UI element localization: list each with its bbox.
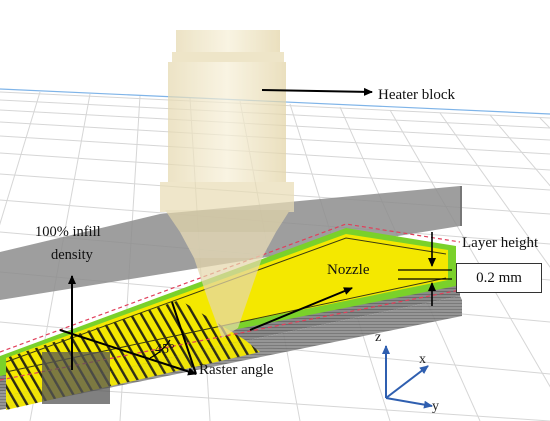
nozzle-travel-arrow [249,287,353,331]
raster-angle-label: Raster angle [199,362,274,378]
raster-direction-line [171,301,197,375]
nozzle-assembly [160,30,294,338]
layer-height-label: Layer height [462,235,539,251]
layer-height-indicator [398,232,452,306]
angle-arc [149,339,171,359]
infill-label-line2: density [51,247,93,263]
axis-triad [382,345,433,409]
nozzle-label: Nozzle [327,262,370,278]
axis-x-label: x [419,352,426,367]
layer-height-value-box: 0.2 mm [456,263,542,293]
infill-label-line1: 100% infill [35,224,101,240]
heater-block-arrow [261,87,373,96]
axis-y-label: y [432,399,439,414]
raster-baseline-arrow [59,329,197,376]
angle-value-label: 45° [155,342,175,357]
axis-z-label: z [375,330,382,345]
heater-block-label: Heater block [378,87,456,103]
